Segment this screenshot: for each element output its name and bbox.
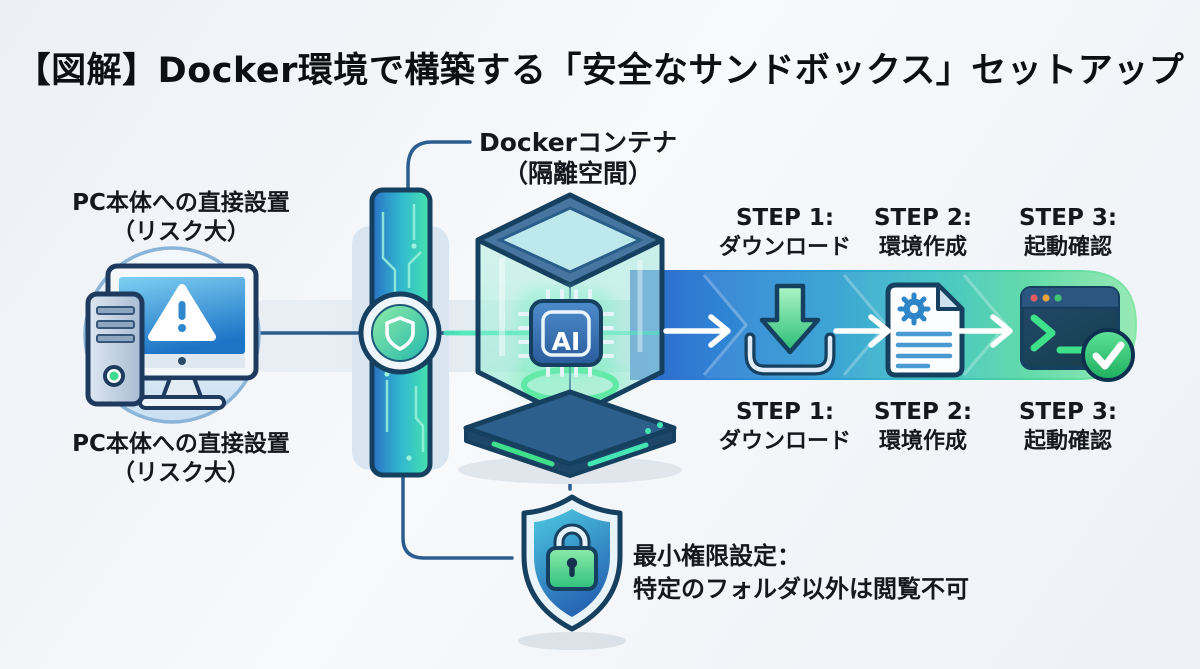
step3-name: 起動確認 xyxy=(1023,429,1112,454)
connector-firewall-to-shield xyxy=(401,474,514,560)
step2-number: STEP 2: xyxy=(873,205,973,231)
shield-badge-icon xyxy=(358,291,442,375)
lock-icon xyxy=(546,523,598,591)
prompt-icon xyxy=(1030,314,1056,352)
shield-shadow xyxy=(518,632,626,650)
connector-label-to-firewall xyxy=(406,140,472,190)
docker-container-label-line1: Dockerコンテナ xyxy=(479,128,677,157)
monitor-icon xyxy=(105,263,259,410)
download-icon xyxy=(744,283,836,376)
pc-label-bottom-line1: PC本体への直接設置 xyxy=(72,431,290,457)
step2-label-top: STEP 2: 環境作成 xyxy=(828,204,1018,262)
step2-name: 環境作成 xyxy=(878,235,967,260)
window-dot-red xyxy=(1030,294,1038,302)
window-dot-green xyxy=(1054,294,1062,302)
step2-name: 環境作成 xyxy=(878,429,967,454)
step1-name: ダウンロード xyxy=(718,429,851,454)
step1-label-bottom: STEP 1: ダウンロード xyxy=(690,398,880,456)
step1-number: STEP 1: xyxy=(735,399,835,425)
pc-label-bottom-line2: （リスク大） xyxy=(112,460,250,486)
step1-name: ダウンロード xyxy=(718,235,851,260)
cube-base xyxy=(463,389,677,478)
window-dot-yellow xyxy=(1042,294,1050,302)
step3-number: STEP 3: xyxy=(1018,205,1118,231)
step3-label-bottom: STEP 3: 起動確認 xyxy=(973,398,1163,456)
security-note: 最小権限設定： 特定のフォルダ以外は閲覧不可 xyxy=(633,540,1013,606)
step1-number: STEP 1: xyxy=(735,205,835,231)
pc-tower-icon xyxy=(85,291,145,407)
security-note-line1: 最小権限設定： xyxy=(633,542,801,570)
pc-label-top: PC本体への直接設置 （リスク大） xyxy=(31,189,331,247)
terminal-icon xyxy=(1020,286,1135,382)
step2-number: STEP 2: xyxy=(873,399,973,425)
pc-risk-illustration xyxy=(83,246,261,424)
flow-arrows xyxy=(663,314,1013,348)
docker-container-label: Dockerコンテナ （隔離空間） xyxy=(438,127,718,189)
circuit-traces xyxy=(381,204,425,452)
ai-chip-text: AI xyxy=(552,327,581,356)
step1-label-top: STEP 1: ダウンロード xyxy=(690,204,880,262)
warning-icon xyxy=(148,284,216,341)
step3-name: 起動確認 xyxy=(1023,235,1112,260)
document-lines xyxy=(895,331,953,369)
arrow-right-icon xyxy=(833,314,891,348)
pc-label-top-line2: （リスク大） xyxy=(112,219,250,245)
step3-label-top: STEP 3: 起動確認 xyxy=(973,204,1163,262)
arrow-right-icon xyxy=(955,314,1013,348)
security-note-line2: 特定のフォルダ以外は閲覧不可 xyxy=(633,575,969,603)
docker-container-label-line2: （隔離空間） xyxy=(502,159,653,188)
ai-chip-icon: AI xyxy=(517,288,615,378)
gear-icon xyxy=(897,292,931,326)
security-shield-icon xyxy=(518,494,626,650)
pc-label-bottom: PC本体への直接設置 （リスク大） xyxy=(31,430,331,488)
step2-label-bottom: STEP 2: 環境作成 xyxy=(828,398,1018,456)
check-icon xyxy=(1081,328,1135,382)
container-cube-icon: AI xyxy=(455,192,682,484)
page-title: 【図解】Docker環境で構築する「安全なサンドボックス」セットアップ xyxy=(15,51,1185,91)
config-document-icon xyxy=(885,282,965,378)
pc-label-top-line1: PC本体への直接設置 xyxy=(72,190,290,216)
step3-number: STEP 3: xyxy=(1018,399,1118,425)
arrow-right-icon xyxy=(663,314,731,348)
